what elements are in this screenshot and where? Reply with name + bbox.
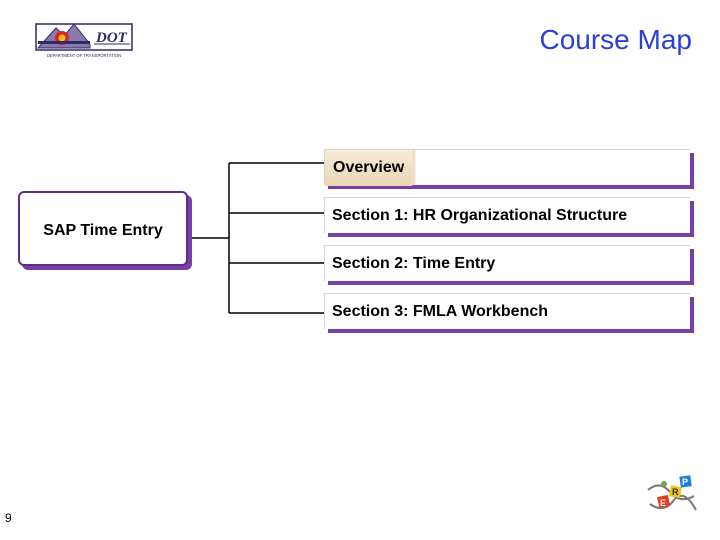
svg-text:E: E <box>660 498 666 508</box>
cdot-logo: DOT DEPARTMENT OF TRANSPORTATION <box>35 23 133 58</box>
root-node-label: SAP Time Entry <box>43 221 163 239</box>
section-node-3: Section 3: FMLA Workbench <box>324 293 690 329</box>
section-node-label: Section 3: FMLA Workbench <box>332 302 549 320</box>
section-node-label: Section 2: Time Entry <box>332 254 496 272</box>
erp-puzzle-icon: E R P <box>647 475 697 511</box>
svg-text:R: R <box>672 487 679 497</box>
section-node-label: Section 1: HR Organizational Structure <box>332 206 628 224</box>
svg-text:P: P <box>682 477 688 487</box>
page-number: 9 <box>5 511 12 525</box>
section-node-1: Section 1: HR Organizational Structure <box>324 197 690 233</box>
section-node-2: Section 2: Time Entry <box>324 245 690 281</box>
root-node: SAP Time Entry <box>18 191 188 266</box>
page-title: Course Map <box>539 24 692 55</box>
svg-text:DOT: DOT <box>95 30 128 46</box>
section-node-label: Overview <box>333 158 405 176</box>
section-node-overview: Overview <box>324 149 690 186</box>
svg-text:DEPARTMENT OF TRANSPORTATION: DEPARTMENT OF TRANSPORTATION <box>47 53 121 58</box>
